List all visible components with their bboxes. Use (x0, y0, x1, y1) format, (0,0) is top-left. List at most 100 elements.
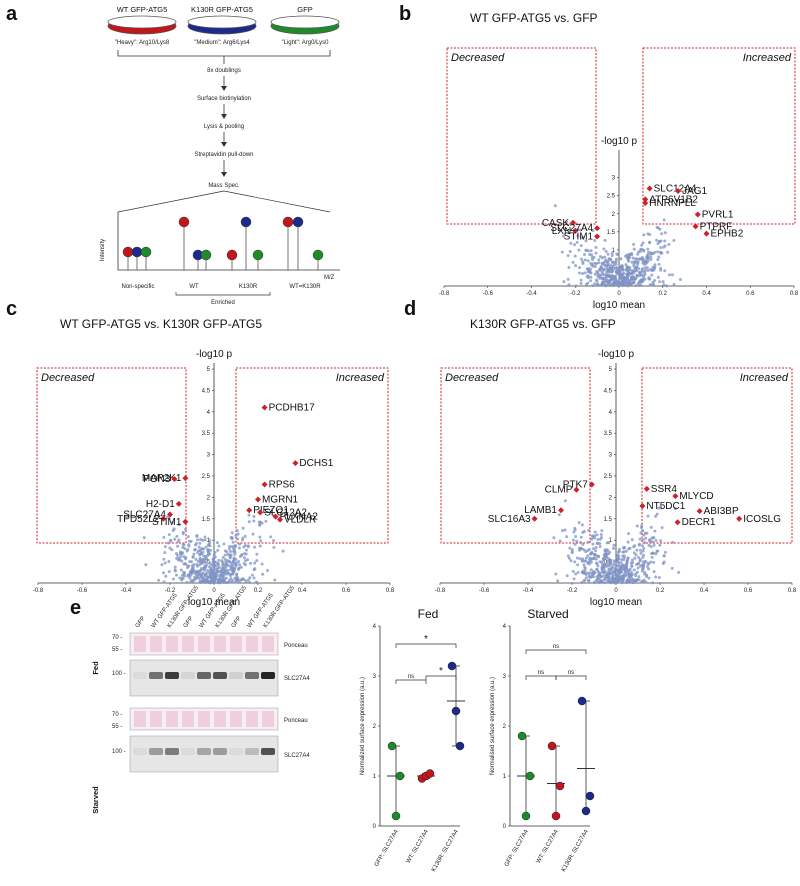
background-point (228, 573, 232, 577)
background-point (660, 232, 664, 236)
background-point (639, 551, 643, 555)
background-point (618, 266, 622, 270)
background-point (631, 256, 635, 260)
background-point (602, 273, 606, 277)
dot-y-label: Normalized surface expression (a.u.) (360, 677, 366, 775)
volcano-y-tick-label: 1.5 (202, 517, 211, 523)
background-point (558, 539, 562, 543)
background-point (649, 283, 653, 287)
background-point (641, 549, 645, 553)
sample-point (451, 706, 461, 716)
background-point (164, 574, 168, 578)
background-point (633, 580, 637, 584)
background-point (198, 541, 202, 545)
background-point (606, 580, 610, 584)
background-point (663, 269, 667, 273)
background-point (592, 570, 596, 574)
background-point (167, 533, 171, 537)
background-point (625, 268, 629, 272)
sample-point (525, 771, 535, 781)
background-point (594, 262, 598, 266)
background-point (186, 564, 190, 568)
hit-point (182, 475, 189, 482)
ponceau-band (134, 711, 146, 727)
background-point (641, 580, 645, 584)
background-point (583, 253, 587, 257)
volcano-x-tick-label: 0.6 (342, 588, 351, 594)
ms-peak-head (178, 216, 190, 228)
hit-label: PLXNA2 (280, 512, 319, 523)
background-point (194, 576, 198, 580)
slc27a4-band (229, 748, 243, 755)
background-point (667, 242, 671, 246)
ponceau-band (262, 636, 274, 652)
background-point (607, 556, 611, 560)
background-point (202, 578, 206, 582)
background-point (629, 281, 633, 285)
background-point (580, 547, 584, 551)
background-point (602, 553, 606, 557)
background-point (635, 524, 639, 528)
background-point (185, 580, 189, 584)
blot-mw-100-fed: 100 - (112, 671, 126, 677)
background-point (187, 543, 191, 547)
background-point (592, 556, 596, 560)
background-point (209, 567, 213, 571)
volcano-y-tick-label: 2 (207, 495, 211, 501)
hit-label: SLC16A3 (488, 514, 531, 525)
background-point (593, 265, 597, 269)
slc27a4-band (181, 748, 195, 755)
background-point (662, 554, 666, 558)
background-point (595, 541, 599, 545)
background-point (223, 553, 227, 557)
slc27a4-band (261, 672, 275, 679)
background-point (625, 283, 629, 287)
background-point (606, 252, 610, 256)
volcano-y-tick-label: 2 (609, 495, 613, 501)
background-point (203, 535, 207, 539)
background-point (662, 283, 666, 287)
background-point (248, 581, 252, 585)
volcano-x-tick-label: -0.2 (165, 588, 176, 594)
background-point (589, 279, 593, 283)
background-point (654, 575, 658, 579)
ponceau-band (182, 636, 194, 652)
background-point (192, 568, 196, 572)
background-point (232, 558, 236, 562)
background-point (655, 238, 659, 242)
background-point (609, 569, 613, 573)
hit-point (594, 225, 601, 232)
volcano-y-tick-label: 4 (609, 410, 613, 416)
dot-category-label: K130R: SLC27A4 (561, 828, 590, 873)
background-point (269, 535, 273, 539)
background-point (583, 559, 587, 563)
background-point (281, 549, 285, 553)
group-wt: WT (189, 284, 199, 290)
decreased-label: Decreased (41, 372, 95, 384)
volcano-x-tick-label: -0.8 (435, 588, 446, 594)
background-point (626, 540, 630, 544)
background-point (626, 577, 630, 581)
background-point (224, 565, 228, 569)
volcano-y-tick-label: 1 (612, 248, 616, 254)
background-point (596, 564, 600, 568)
background-point (244, 548, 248, 552)
background-point (620, 266, 624, 270)
background-point (594, 251, 598, 255)
background-point (242, 562, 246, 566)
background-point (612, 284, 616, 288)
background-point (218, 573, 222, 577)
background-point (605, 571, 609, 575)
sample-point (425, 769, 435, 778)
hit-label: NT5DC1 (646, 501, 685, 512)
background-point (610, 254, 614, 258)
volcano-title: K130R GFP-ATG5 vs. GFP (470, 317, 616, 331)
background-point (254, 580, 258, 584)
background-point (595, 533, 599, 537)
background-point (242, 556, 246, 560)
background-point (589, 275, 593, 279)
background-point (176, 544, 180, 548)
hit-point (531, 515, 538, 522)
background-point (213, 555, 217, 559)
